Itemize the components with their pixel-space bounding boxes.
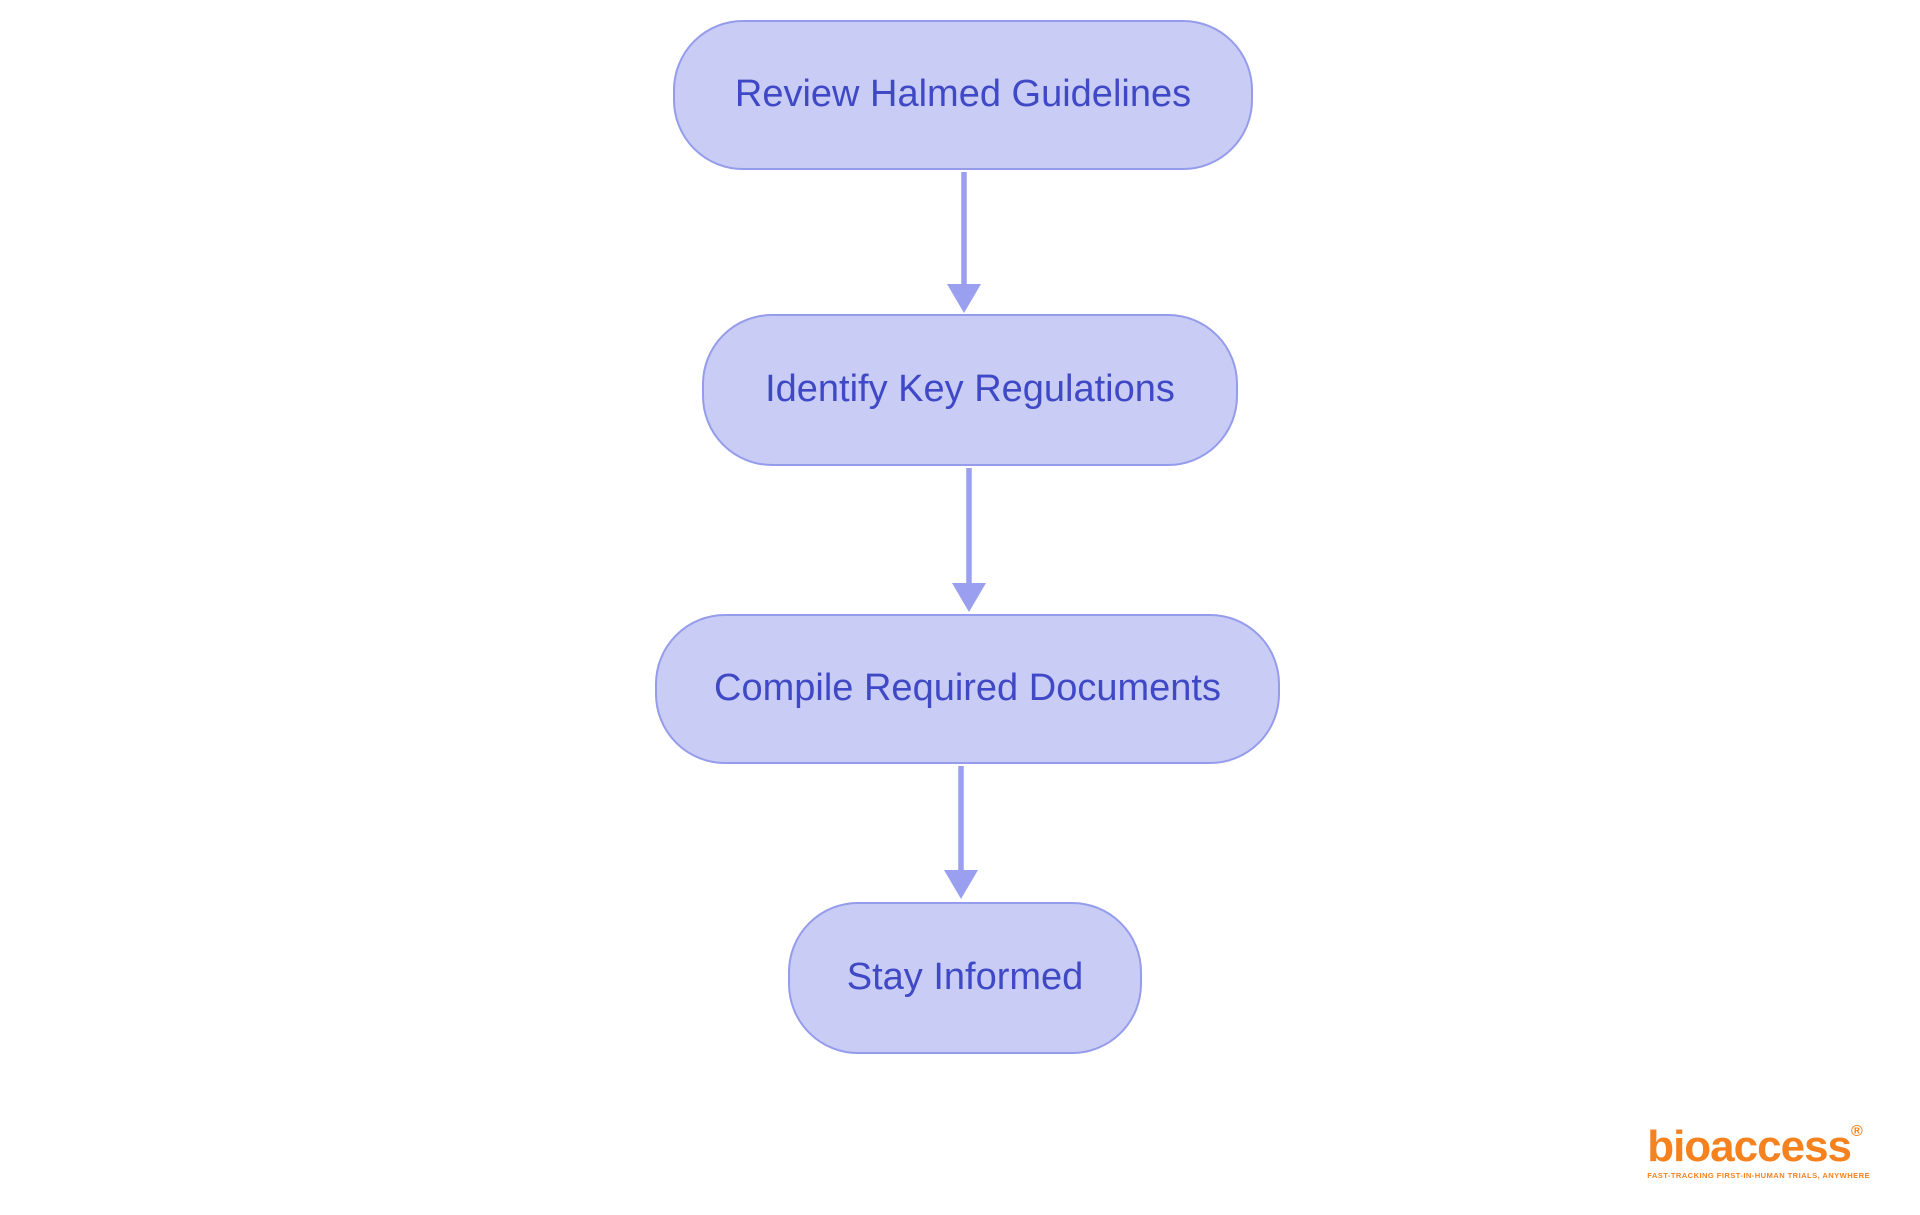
flow-node-label: Stay Informed	[846, 956, 1084, 999]
logo-tagline: FAST-TRACKING FIRST-IN-HUMAN TRIALS, ANY…	[1647, 1170, 1870, 1180]
flow-arrow-1	[947, 172, 981, 313]
bioaccess-logo: bioaccess® FAST-TRACKING FIRST-IN-HUMAN …	[1647, 1124, 1870, 1180]
registered-trademark-icon: ®	[1851, 1123, 1863, 1140]
flow-arrow-2	[952, 468, 986, 612]
flow-arrow-3	[944, 766, 978, 899]
flow-node-step-2: Identify Key Regulations	[702, 314, 1238, 466]
flow-node-step-4: Stay Informed	[788, 902, 1142, 1054]
flow-node-label: Compile Required Documents	[714, 667, 1221, 710]
logo-wordmark-text: bioaccess	[1647, 1122, 1852, 1171]
logo-wordmark: bioaccess®	[1647, 1124, 1870, 1169]
flow-node-step-3: Compile Required Documents	[655, 614, 1280, 764]
flow-node-step-1: Review Halmed Guidelines	[673, 20, 1253, 170]
flow-node-label: Identify Key Regulations	[765, 368, 1175, 411]
flow-node-label: Review Halmed Guidelines	[734, 73, 1192, 116]
